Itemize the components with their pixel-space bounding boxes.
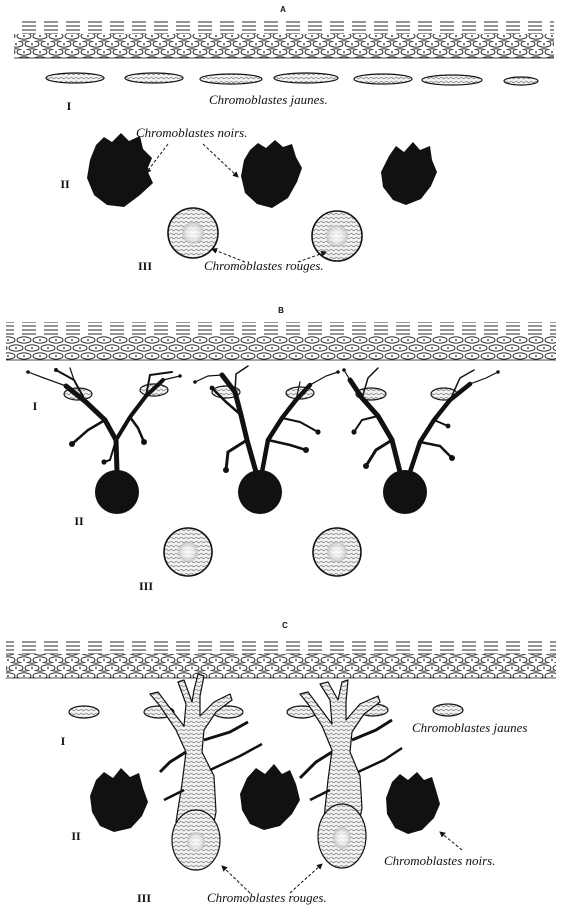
panel-a-letter: A: [280, 5, 286, 14]
panel-a-red-label: Chromoblastes rouges.: [204, 258, 324, 273]
panel-c-yellow-label: Chromoblastes jaunes: [412, 720, 527, 735]
panel-a-black-chromoblasts: [87, 133, 437, 208]
panel-b-black-chromoblasts-expanded: [28, 366, 498, 514]
panel-c-letter: C: [282, 621, 288, 630]
panel-b-yellow-chromoblasts: [64, 384, 457, 400]
panel-c-epidermis: [6, 640, 556, 678]
panel-a-epidermis: [14, 20, 554, 58]
panel-a-black-arrows: [146, 144, 238, 177]
panel-a-yellow-chromoblasts: [46, 73, 538, 85]
panel-c-row-label-2: II: [71, 829, 81, 843]
panel-b-red-chromoblasts: [164, 528, 361, 576]
panel-b-letter: B: [278, 306, 284, 315]
panel-c-black-label: Chromoblastes noirs.: [384, 853, 495, 868]
panel-a-row-label-1: I: [67, 99, 72, 113]
panel-c-yellow-chromoblasts: [69, 704, 463, 718]
panel-c-row-label-1: I: [61, 734, 66, 748]
panel-b-row-label-2: II: [74, 514, 84, 528]
panel-b-row-label-1: I: [33, 399, 38, 413]
panel-c-black-chromoblasts: [90, 764, 440, 834]
panel-a-red-chromoblasts: [168, 208, 362, 261]
panel-a-row-label-3: III: [138, 259, 152, 273]
panel-c-black-arrow: [440, 832, 462, 850]
panel-a-row-label-2: II: [60, 177, 70, 191]
panel-b-epidermis: [6, 322, 556, 360]
panel-a-yellow-label: Chromoblastes jaunes.: [209, 92, 328, 107]
panel-c-red-label: Chromoblastes rouges.: [207, 890, 327, 905]
panel-a-black-label: Chromoblastes noirs.: [136, 125, 247, 140]
panel-c-red-arrows: [222, 864, 322, 893]
panel-c-row-label-3: III: [137, 891, 151, 905]
panel-b-row-label-3: III: [139, 579, 153, 593]
